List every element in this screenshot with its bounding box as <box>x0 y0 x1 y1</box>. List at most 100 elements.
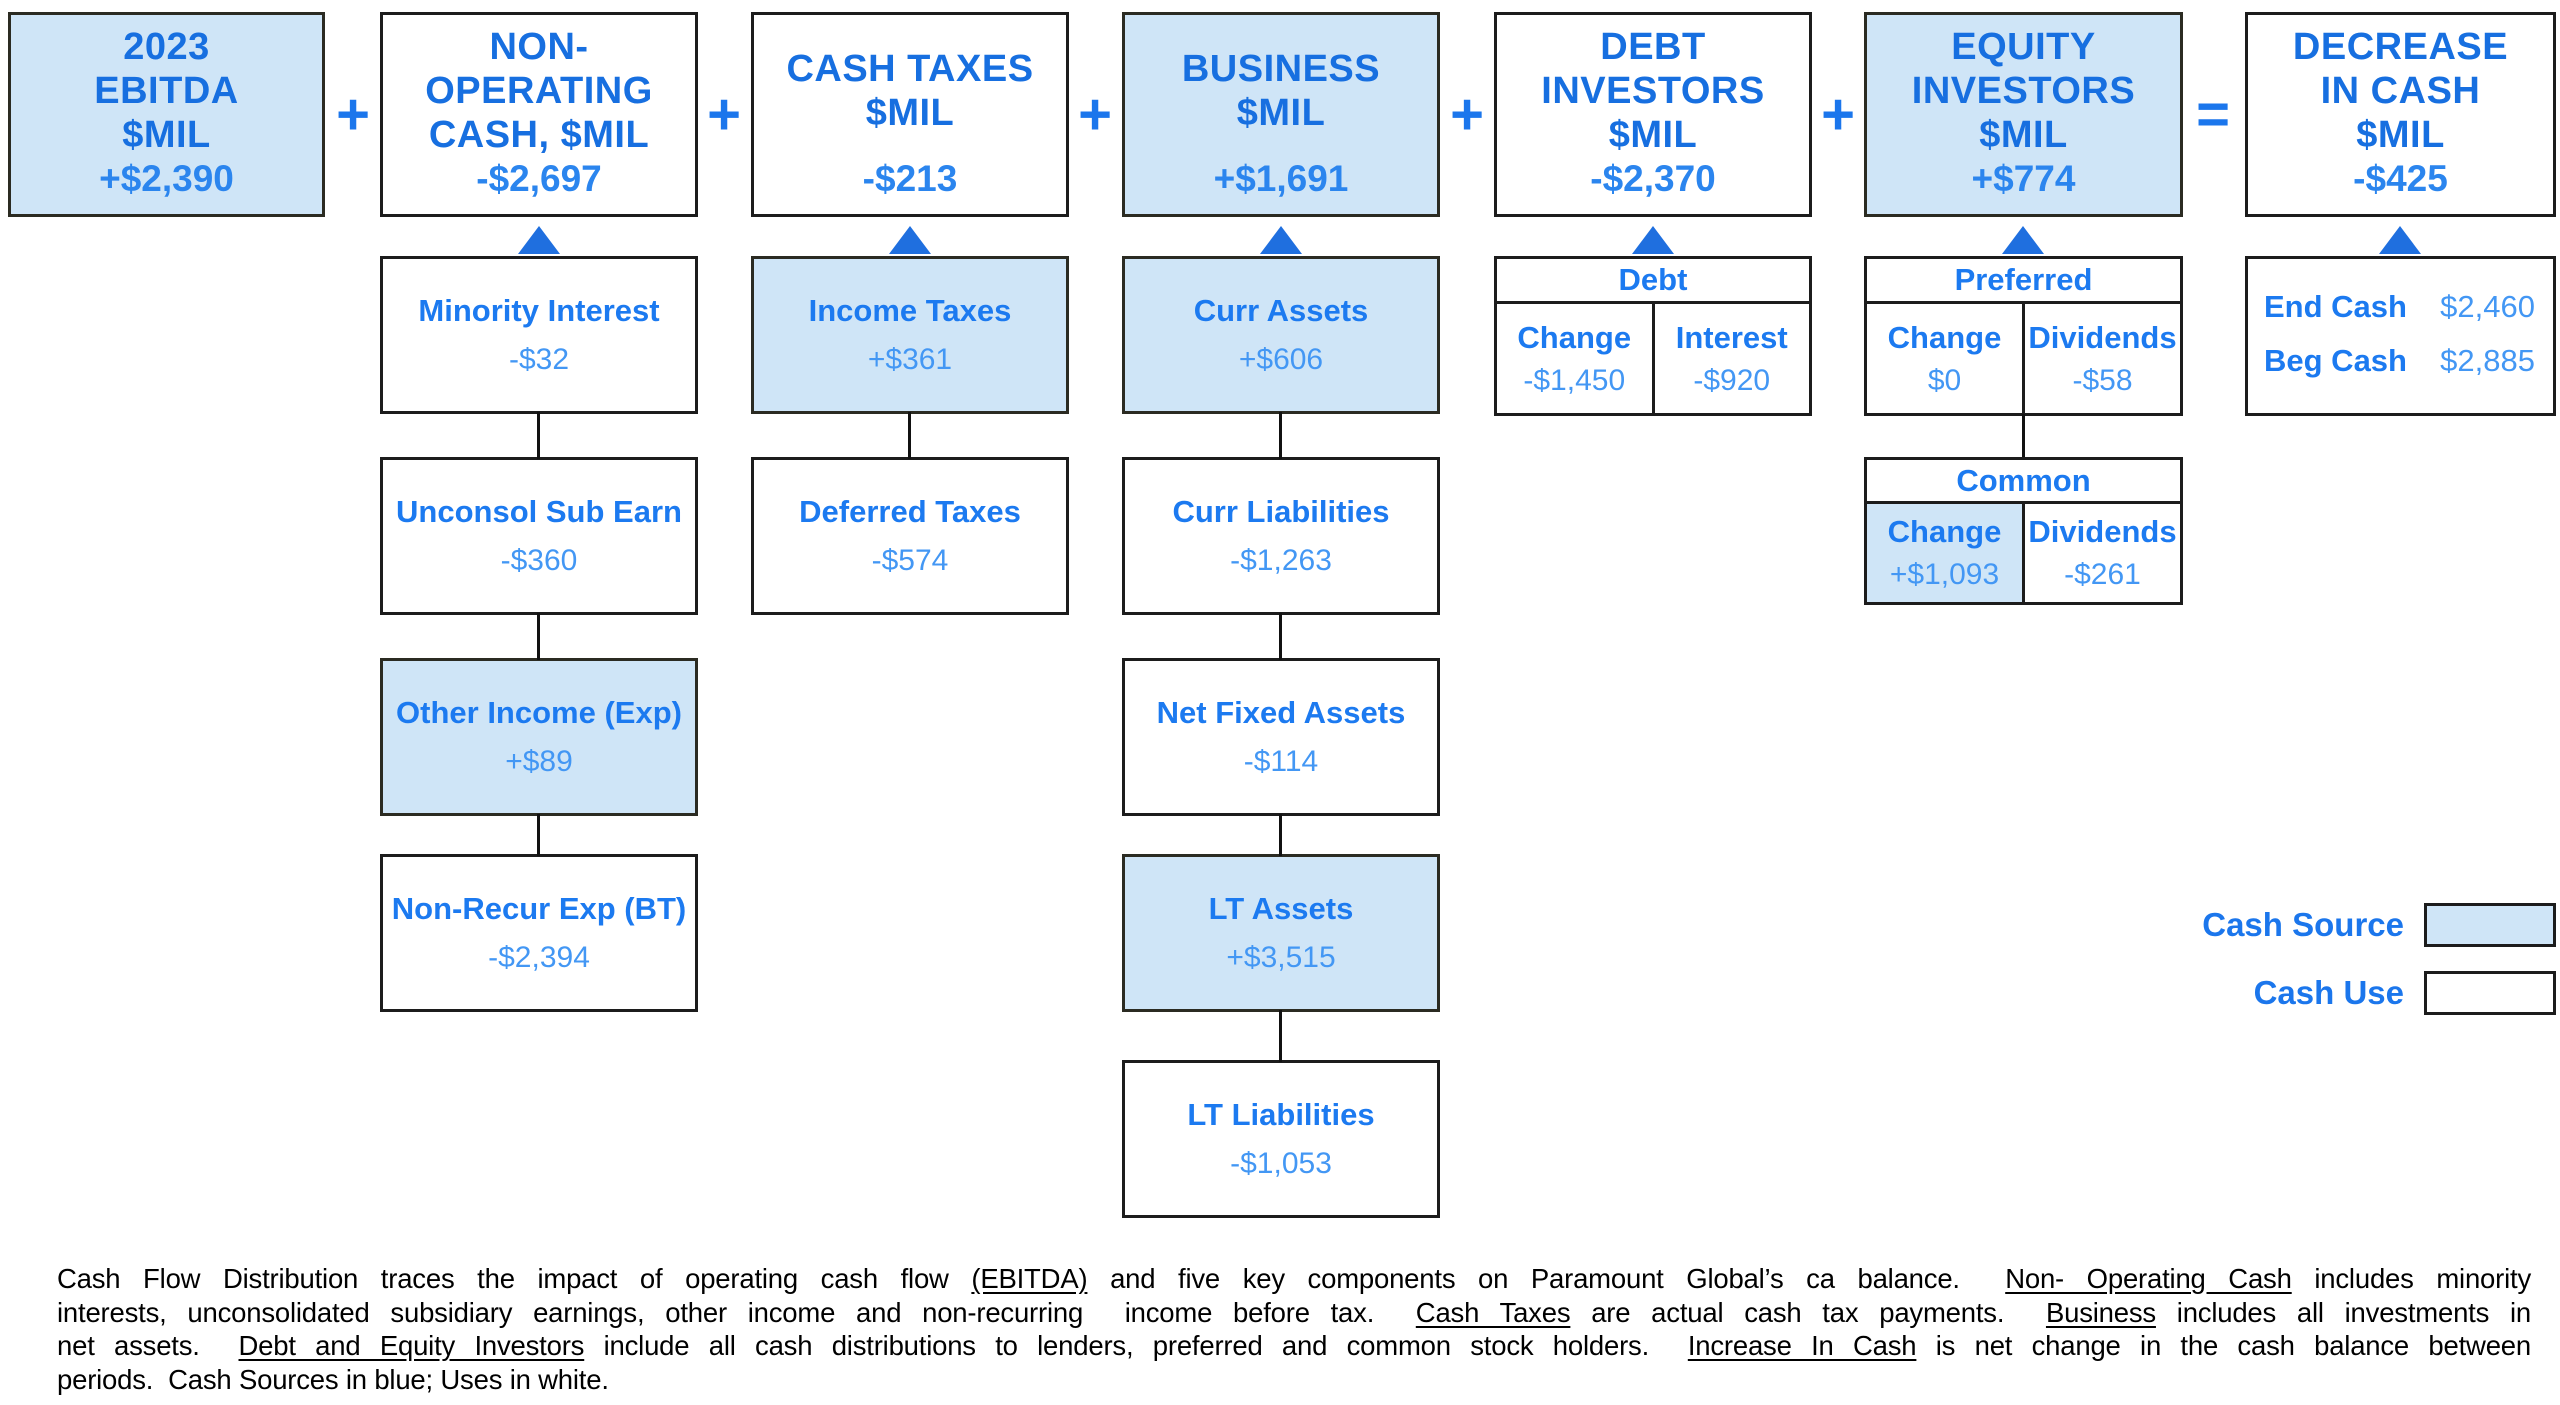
end-cash-label: End Cash <box>2264 289 2407 324</box>
footnote-term-underlined: (EBITDA) <box>971 1263 1088 1294</box>
footnote-term-underlined: Cash Taxes <box>1415 1296 1571 1328</box>
top-box-cash-taxes: CASH TAXES $MIL -$213 <box>751 12 1069 217</box>
footnote-term-underlined: Non- Operating Cash <box>2005 1263 2292 1294</box>
connector-line <box>537 412 540 459</box>
footnote-text: includes minority <box>2291 1263 2532 1294</box>
top-box-ebitda-value: +$2,390 <box>99 158 234 199</box>
operator-equals: = <box>2196 82 2230 147</box>
connector-line <box>1279 1010 1282 1062</box>
beg-cash-label: Beg Cash <box>2264 343 2407 378</box>
subbox-other-income-exp: Other Income (Exp) +$89 <box>380 658 698 816</box>
debt-interest-label: Interest <box>1675 319 1788 355</box>
subbox-net-fixed-assets: Net Fixed Assets -$114 <box>1122 658 1440 816</box>
preferred-dividends-label: Dividends <box>2028 319 2177 355</box>
common-dividends-cell: Dividends -$261 <box>2022 504 2180 602</box>
common-table-title: Common <box>1867 460 2180 504</box>
subbox-non-recur-exp-bt: Non-Recur Exp (BT) -$2,394 <box>380 854 698 1012</box>
top-box-non-operating-cash-title: NON- OPERATING CASH, $MIL <box>425 26 653 156</box>
footnote-term-underlined: Business <box>2045 1296 2156 1328</box>
debt-interest-cell: Interest -$920 <box>1651 304 1810 413</box>
debt-table-title: Debt <box>1497 259 1809 304</box>
subbox-curr-assets: Curr Assets +$606 <box>1122 256 1440 414</box>
top-box-debt-investors-title: DEBT INVESTORS $MIL <box>1541 26 1765 156</box>
footnote-term-underlined: Increase In Cash <box>1687 1330 1917 1362</box>
subbox-net-fixed-assets-value: -$114 <box>1243 745 1319 778</box>
subbox-curr-assets-label: Curr Assets <box>1193 293 1369 328</box>
common-table: Common Change +$1,093 Dividends -$261 <box>1864 457 2183 605</box>
top-box-debt-investors: DEBT INVESTORS $MIL -$2,370 <box>1494 12 1812 217</box>
subbox-non-recur-exp-bt-value: -$2,394 <box>488 941 590 974</box>
common-change-value: +$1,093 <box>1889 558 2000 591</box>
preferred-change-value: $0 <box>1927 363 1962 397</box>
top-box-equity-investors-value: +$774 <box>1971 158 2076 199</box>
arrow-up-icon-debt-investors <box>1632 226 1674 254</box>
footnote: Cash Flow Distribution traces the impact… <box>57 1262 2531 1396</box>
footnote-line: net assets. Debt and Equity Investors in… <box>57 1329 2531 1363</box>
footnote-line: interests, unconsolidated subsidiary ear… <box>57 1296 2531 1330</box>
debt-interest-value: -$920 <box>1693 363 1771 397</box>
end-cash-row: End Cash $2,460 <box>2248 285 2553 329</box>
operator-plus-5: + <box>1821 82 1855 147</box>
legend-cash-use-label: Cash Use <box>2253 974 2404 1011</box>
arrow-up-icon-decrease-in-cash <box>2379 226 2421 254</box>
legend-cash-use-swatch <box>2424 971 2556 1015</box>
end-cash-value: $2,460 <box>2440 289 2535 324</box>
subbox-curr-liabilities-label: Curr Liabilities <box>1172 494 1390 529</box>
legend-cash-source-label: Cash Source <box>2202 906 2404 943</box>
top-box-business: BUSINESS $MIL +$1,691 <box>1122 12 1440 217</box>
footnote-text: is net change in the cash balance betwee… <box>1916 1330 2531 1362</box>
subbox-deferred-taxes-label: Deferred Taxes <box>799 494 1021 529</box>
subbox-lt-assets: LT Assets +$3,515 <box>1122 854 1440 1012</box>
connector-line <box>537 814 540 856</box>
top-box-decrease-in-cash: DECREASE IN CASH $MIL -$425 <box>2245 12 2556 217</box>
connector-line <box>1279 613 1282 660</box>
footnote-text: Cash Flow Distribution traces the impact… <box>57 1263 972 1294</box>
common-dividends-value: -$261 <box>2064 558 2141 591</box>
preferred-change-cell: Change $0 <box>1867 304 2022 413</box>
debt-table: Debt Change -$1,450 Interest -$920 <box>1494 256 1812 416</box>
subbox-income-taxes-value: +$361 <box>867 343 953 376</box>
operator-plus-4: + <box>1450 82 1484 147</box>
footnote-text: are actual cash tax payments. <box>1570 1296 2046 1328</box>
subbox-curr-assets-value: +$606 <box>1238 343 1324 376</box>
preferred-table: Preferred Change $0 Dividends -$58 <box>1864 256 2183 416</box>
subbox-deferred-taxes: Deferred Taxes -$574 <box>751 457 1069 615</box>
subbox-non-recur-exp-bt-label: Non-Recur Exp (BT) <box>391 891 687 926</box>
preferred-dividends-cell: Dividends -$58 <box>2022 304 2180 413</box>
subbox-net-fixed-assets-label: Net Fixed Assets <box>1156 695 1406 730</box>
footnote-text: interests, unconsolidated subsidiary ear… <box>57 1296 1416 1328</box>
subbox-deferred-taxes-value: -$574 <box>871 544 949 577</box>
subbox-unconsol-sub-earn: Unconsol Sub Earn -$360 <box>380 457 698 615</box>
footnote-text: include all cash distributions to lender… <box>584 1330 1688 1362</box>
subbox-lt-assets-label: LT Assets <box>1208 891 1354 926</box>
subbox-lt-liabilities-label: LT Liabilities <box>1187 1097 1375 1132</box>
top-box-equity-investors-title: EQUITY INVESTORS $MIL <box>1911 26 2136 156</box>
preferred-table-title: Preferred <box>1867 259 2180 304</box>
operator-plus-2: + <box>707 82 741 147</box>
subbox-unconsol-sub-earn-label: Unconsol Sub Earn <box>396 494 682 529</box>
connector-line <box>908 412 911 459</box>
connector-line <box>537 613 540 660</box>
subbox-curr-liabilities: Curr Liabilities -$1,263 <box>1122 457 1440 615</box>
footnote-term-underlined: Debt and Equity Investors <box>238 1330 585 1362</box>
top-box-business-title: BUSINESS $MIL <box>1181 48 1381 134</box>
top-box-decrease-in-cash-title: DECREASE IN CASH $MIL <box>2292 26 2509 156</box>
common-change-label: Change <box>1887 514 2002 549</box>
top-box-ebitda-title: 2023 EBITDA $MIL <box>94 26 239 156</box>
footnote-text: and five key components on Paramount Glo… <box>1087 1263 2006 1294</box>
subbox-income-taxes: Income Taxes +$361 <box>751 256 1069 414</box>
arrow-up-icon-cash-taxes <box>889 226 931 254</box>
footnote-line: Cash Flow Distribution traces the impact… <box>57 1262 2531 1296</box>
subbox-minority-interest-value: -$32 <box>508 343 570 376</box>
top-box-ebitda: 2023 EBITDA $MIL +$2,390 <box>8 12 325 217</box>
subbox-other-income-exp-value: +$89 <box>505 745 573 778</box>
top-box-debt-investors-value: -$2,370 <box>1590 158 1716 199</box>
arrow-up-icon-business <box>1260 226 1302 254</box>
operator-plus-1: + <box>336 82 370 147</box>
debt-change-label: Change <box>1517 319 1632 355</box>
common-change-cell: Change +$1,093 <box>1867 504 2022 602</box>
preferred-dividends-value: -$58 <box>2072 363 2133 397</box>
operator-plus-3: + <box>1078 82 1112 147</box>
subbox-lt-liabilities: LT Liabilities -$1,053 <box>1122 1060 1440 1218</box>
